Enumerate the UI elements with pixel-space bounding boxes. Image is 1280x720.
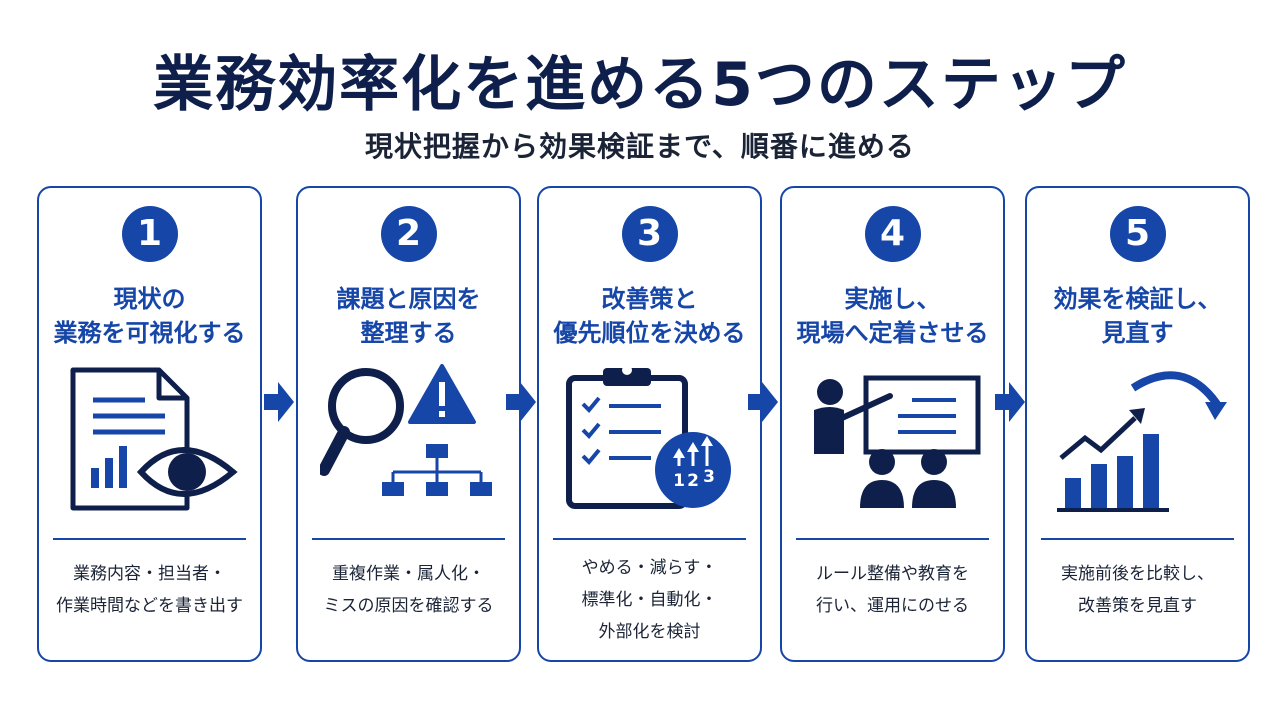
page-subtitle: 現状把握から効果検証まで、順番に進める [365,130,915,163]
step-description-line: 改善策を見直す [1078,596,1197,616]
growth-chart-cycle-icon [1057,371,1227,512]
divider [553,538,746,540]
step-number-badge: 5 [1109,206,1166,262]
arrow-right-icon [506,382,536,422]
step-description: 業務内容・担当者・ 作業時間などを書き出す [39,558,260,622]
priority-digit: 1 [673,471,685,491]
priority-digit: 2 [687,471,699,491]
step-card-1: 1 現状の 業務を可視化する 業務内容・担当者・ 作業時間などを書き出す [37,186,262,662]
arrow-right-icon [995,382,1025,422]
step-description: ルール整備や教育を 行い、運用にのせる [782,558,1003,622]
step-description-line: 業務内容・担当者・ [73,564,226,584]
step-description: 実施前後を比較し、 改善策を見直す [1027,558,1248,622]
step-description-line: 実施前後を比較し、 [1061,564,1214,584]
step-title: 改善策と 優先順位を決める [539,282,760,350]
step-description: やめる・減らす・ 標準化・自動化・ 外部化を検討 [539,552,760,648]
presenter-audience-icon [814,375,981,508]
divider [53,538,246,540]
step-title-line: 優先順位を決める [553,319,746,347]
step-number-badge: 2 [380,206,437,262]
priority-badge [655,432,731,508]
magnifier-warning-hierarchy-icon [320,364,492,496]
step-number-badge: 4 [864,206,921,262]
step-description-line: 重複作業・属人化・ [332,564,485,584]
step-description-line: ミスの原因を確認する [323,596,494,616]
step-title-line: 業務を可視化する [53,319,246,347]
step-title-line: 実施し、 [844,285,941,313]
step-title-line: 見直す [1101,319,1174,347]
clipboard-checklist-priority-icon: 1 2 3 [566,365,731,509]
divider [1041,538,1234,540]
step-description-line: 標準化・自動化・ [581,590,718,610]
step-title: 実施し、 現場へ定着させる [782,282,1003,350]
step-title-line: 整理する [360,319,457,347]
step-title-line: 課題と原因を [336,285,481,313]
step-title: 効果を検証し、 見直す [1027,282,1248,350]
priority-digit: 3 [703,467,715,487]
step-title: 現状の 業務を可視化する [39,282,260,350]
step-card-3: 3 改善策と 優先順位を決める 1 2 3 やめる・減らす・ 標準化・自動化・ … [537,186,762,662]
document-eye-chart-icon [70,367,238,511]
step-number-badge: 1 [121,206,178,262]
step-description-line: ルール整備や教育を [816,564,969,584]
step-description-line: 外部化を検討 [598,622,701,642]
step-card-2: 2 課題と原因を 整理する 重複作業・属人化・ ミスの原因を確認する [296,186,521,662]
step-title: 課題と原因を 整理する [298,282,519,350]
step-number-badge: 3 [621,206,678,262]
divider [796,538,989,540]
step-card-4: 4 実施し、 現場へ定着させる ルール整備や教育を 行い、運用にのせる [780,186,1005,662]
step-description-line: 作業時間などを書き出す [56,596,243,616]
step-description-line: 行い、運用にのせる [816,596,969,616]
step-title-line: 効果を検証し、 [1053,285,1222,313]
page-title: 業務効率化を進める5つのステップ [153,50,1127,120]
step-description-line: やめる・減らす・ [581,558,718,578]
step-title-line: 改善策と [601,285,698,313]
step-title-line: 現状の [113,285,186,313]
step-description: 重複作業・属人化・ ミスの原因を確認する [298,558,519,622]
arrow-right-icon [748,382,778,422]
step-title-line: 現場へ定着させる [796,319,989,347]
divider [312,538,505,540]
step-card-5: 5 効果を検証し、 見直す 実施前後を比較し、 改善策を見直す [1025,186,1250,662]
arrow-right-icon [264,382,294,422]
